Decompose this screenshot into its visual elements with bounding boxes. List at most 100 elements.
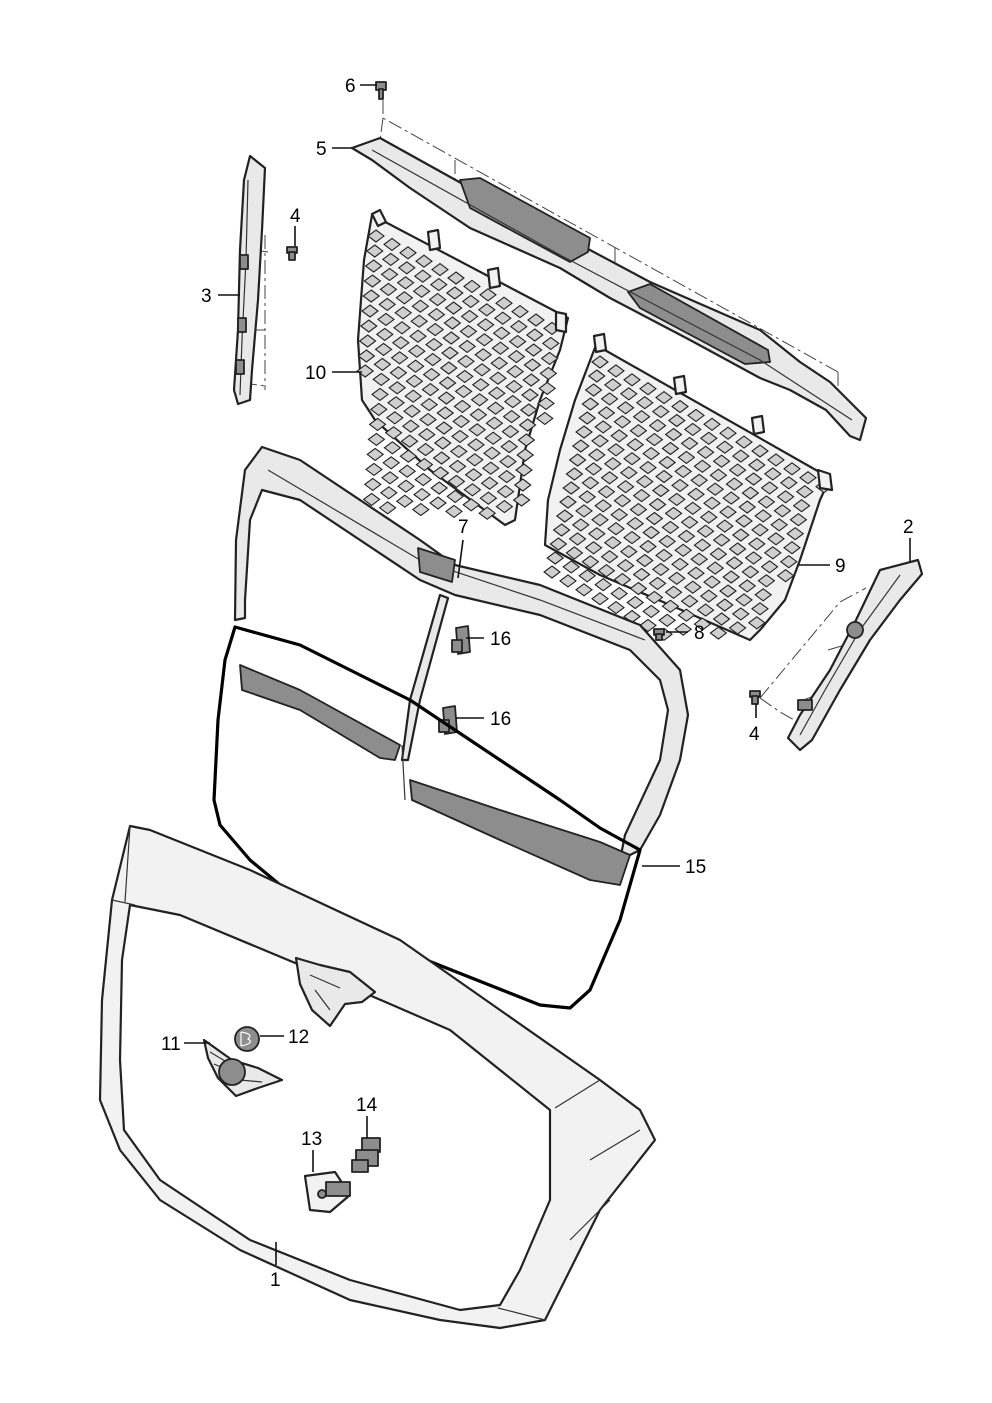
mesh-cell [581, 555, 600, 569]
mesh-cell [744, 472, 763, 486]
mesh-cell [524, 343, 543, 357]
mesh-cell [671, 399, 689, 414]
mesh-cell [783, 541, 801, 555]
mesh-cell [687, 566, 705, 580]
mesh-cell [683, 422, 702, 437]
mesh-cell [661, 599, 680, 613]
mesh-cell [648, 497, 667, 512]
mesh-cell [377, 312, 395, 327]
mesh-cell [699, 431, 718, 445]
callout-10: 10 [305, 363, 326, 384]
seal [212, 625, 642, 1010]
mesh-cell [632, 410, 651, 424]
mesh-cell [365, 462, 383, 477]
screw-6 [375, 81, 387, 100]
sensor [351, 1137, 381, 1173]
mesh-cell [687, 408, 705, 423]
mesh-cell [464, 468, 483, 482]
mesh-cell [693, 459, 712, 473]
callout-16-upper: 16 [490, 629, 511, 650]
mesh-cell [735, 514, 753, 528]
mesh-cell [495, 499, 514, 514]
mesh-cell [383, 237, 401, 252]
mesh-cell [610, 508, 629, 522]
mesh-cell [655, 390, 673, 405]
mesh-cell [471, 378, 490, 392]
mesh-cell [416, 442, 435, 457]
callout-15: 15 [685, 857, 706, 878]
mesh-cell [463, 483, 482, 497]
callout-5: 5 [316, 139, 327, 160]
mesh-cell [610, 429, 629, 443]
mesh-cell [403, 404, 421, 418]
mesh-cell [362, 492, 381, 507]
mesh-cell [428, 292, 447, 307]
mesh-cell [451, 429, 469, 444]
mesh-cell [584, 383, 603, 397]
mesh-cell [429, 496, 447, 510]
mesh-cell [671, 478, 689, 493]
mesh-cell [502, 409, 521, 424]
mesh-cell [405, 374, 424, 388]
mesh-cell [429, 277, 448, 292]
winged-badge [202, 1038, 284, 1098]
mesh-cell [754, 509, 773, 523]
mesh-cell [680, 436, 699, 451]
mesh-cell [597, 564, 616, 578]
mesh-cell [722, 570, 741, 584]
mesh-cell [776, 490, 795, 504]
mesh-cell [426, 322, 445, 337]
mesh-cell [706, 482, 725, 496]
mesh-cell [483, 446, 501, 460]
mesh-cell [648, 418, 667, 433]
top-emblem [294, 956, 377, 1028]
mesh-cell [495, 296, 513, 310]
mesh-cell [715, 519, 734, 533]
mesh-cell [391, 336, 410, 350]
mesh-cell [415, 457, 434, 472]
mesh-cell [728, 463, 747, 477]
mesh-cell [754, 588, 773, 602]
mesh-cell [629, 502, 648, 517]
mesh-cell [763, 546, 782, 560]
callout-labels: 6 5 4 3 10 7 2 9 8 16 16 4 15 11 12 14 1… [161, 76, 914, 1291]
mesh-cell [400, 434, 419, 448]
mesh-cell [541, 336, 560, 351]
mesh-cell [725, 556, 744, 570]
mesh-cell [525, 328, 544, 342]
mesh-cell [382, 456, 401, 470]
mesh-cell [364, 259, 383, 273]
mesh-cell [373, 357, 392, 372]
mesh-cell [539, 366, 558, 381]
mesh-cell [581, 476, 600, 490]
mesh-cell [436, 406, 455, 420]
mesh-cell [719, 505, 737, 519]
mesh-cell [521, 388, 539, 402]
mesh-cell [404, 389, 423, 403]
mesh-cell [776, 569, 795, 583]
mesh-cell [486, 401, 505, 415]
mesh-cell [449, 444, 468, 459]
mesh-cell [372, 372, 391, 387]
mesh-cell [555, 509, 574, 523]
mesh-cell [680, 594, 699, 608]
callout-7: 7 [458, 517, 469, 538]
mesh-cell [715, 598, 734, 612]
mesh-cell [741, 565, 760, 579]
mesh-cell [476, 318, 495, 332]
mesh-cell [367, 432, 386, 447]
mesh-cell [671, 557, 689, 571]
mesh-cell [664, 427, 683, 442]
mesh-cell [410, 314, 429, 328]
callout-11: 11 [161, 1034, 181, 1055]
callout-8: 8 [694, 623, 705, 644]
screw-4-left [286, 246, 298, 261]
mesh-cell [540, 351, 559, 366]
mesh-cell [417, 427, 436, 442]
mesh-cell [420, 397, 439, 412]
mesh-cell [731, 528, 750, 542]
mesh-cell [378, 297, 397, 312]
mesh-cell [479, 288, 497, 302]
mesh-cell [795, 485, 814, 499]
